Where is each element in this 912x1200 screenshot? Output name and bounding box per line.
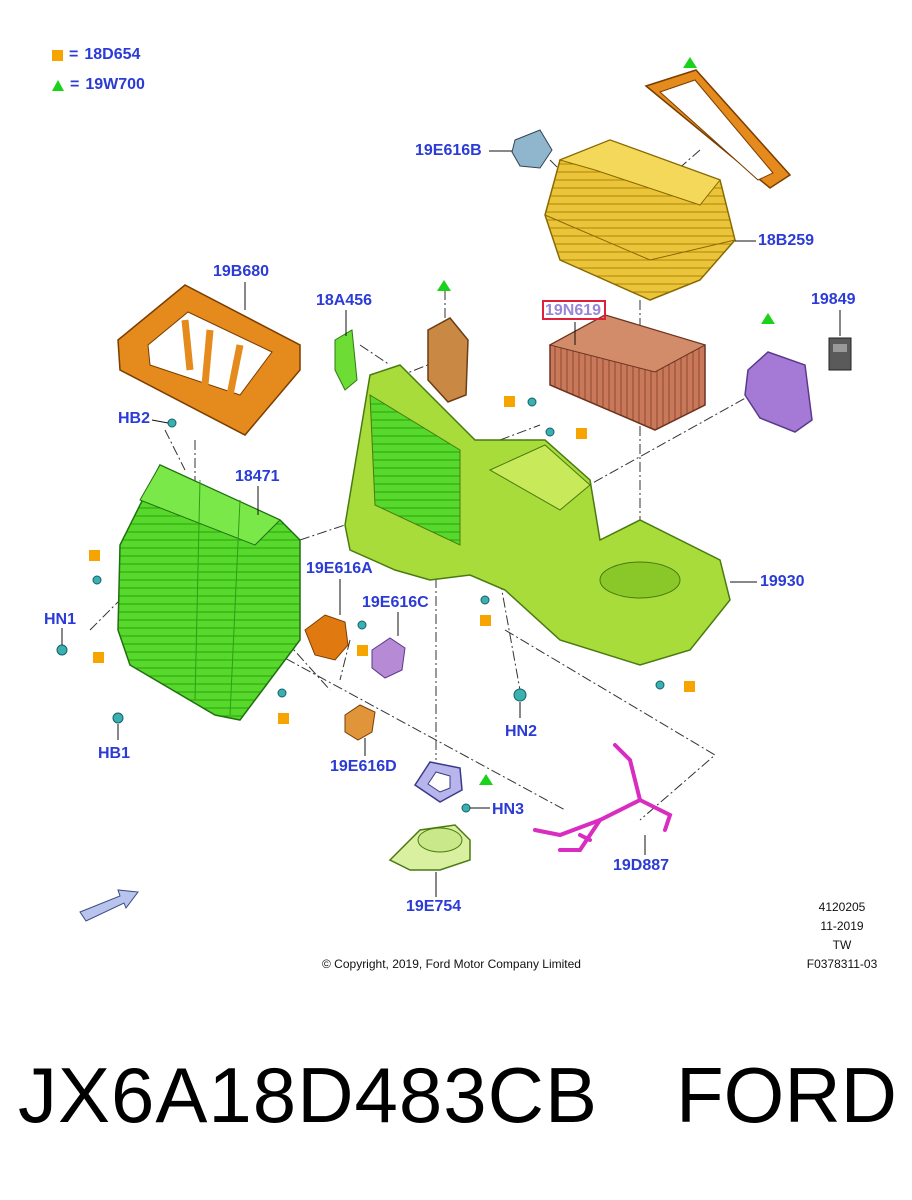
meta-code: 4120205 [818, 900, 866, 914]
label-19n619: 19N619 [545, 302, 602, 319]
label-hn1: HN1 [44, 611, 77, 628]
housing-18471 [117, 464, 301, 721]
upper-housing [544, 139, 736, 301]
copyright-text: © Copyright, 2019, Ford Motor Company Li… [322, 957, 581, 971]
label-18a456: 18A456 [316, 292, 373, 309]
sensor-19849 [828, 337, 852, 371]
meta-date: 11-2019 [820, 919, 864, 933]
brand-name: FORD [676, 1051, 897, 1139]
triangle-marker-icon [52, 79, 64, 91]
part-number: JX6A18D483CB [18, 1051, 599, 1139]
caption-bar: JX6A18D483CB FORD [0, 1050, 912, 1160]
meta-region: TW [832, 938, 852, 952]
label-19e616c: 19E616C [362, 594, 429, 611]
diagram-canvas [56, 57, 852, 922]
legend-equals: = [70, 76, 80, 93]
label-hn3: HN3 [492, 801, 525, 818]
blower-seal [413, 761, 463, 803]
triangle-markers [437, 57, 775, 785]
seal-plate [744, 351, 813, 433]
actuator-19e616d [344, 704, 376, 741]
brown-disk [427, 317, 469, 403]
cabin-filter [548, 314, 707, 431]
legend-triangle-row: = 19W700 [52, 76, 145, 94]
legend-square-code: 18D654 [84, 46, 141, 63]
exploded-diagram: = 18D654 = 19W700 19E616B 18B259 19B680 … [44, 46, 878, 971]
label-hn2: HN2 [505, 723, 538, 740]
actuator-19e616c [371, 637, 406, 679]
label-hb1: HB1 [98, 745, 131, 762]
label-leaders [61, 150, 841, 897]
meta-ref: F0378311-03 [806, 957, 878, 971]
blower-motor [388, 824, 471, 871]
gasket-19b680 [117, 284, 301, 436]
label-19849: 19849 [811, 291, 856, 308]
legend-equals: = [69, 46, 79, 63]
label-19d887: 19D887 [613, 857, 670, 874]
label-hb2: HB2 [118, 410, 151, 427]
legend-triangle-code: 19W700 [85, 76, 145, 93]
highlight-box [542, 300, 606, 320]
square-marker-icon [52, 49, 63, 61]
label-19b680: 19B680 [213, 263, 270, 280]
main-housing [344, 364, 731, 666]
wiring-harness [533, 743, 673, 852]
leader-lines [89, 79, 761, 821]
gasket-top [644, 69, 792, 189]
label-18b259: 18B259 [758, 232, 815, 249]
label-19e754: 19E754 [406, 898, 462, 915]
label-19e616a: 19E616A [306, 560, 373, 577]
clip-18a456 [334, 329, 358, 391]
actuator-19e616b [511, 129, 553, 169]
label-18471: 18471 [235, 468, 280, 485]
fasteners [56, 397, 665, 813]
actuator-19e616a [304, 614, 349, 661]
label-19930: 19930 [760, 573, 805, 590]
label-19e616b: 19E616B [415, 142, 482, 159]
forward-arrow-icon [79, 889, 139, 922]
legend-square-row: = 18D654 [52, 46, 140, 64]
label-19e616d: 19E616D [330, 758, 397, 775]
square-markers [89, 396, 695, 724]
